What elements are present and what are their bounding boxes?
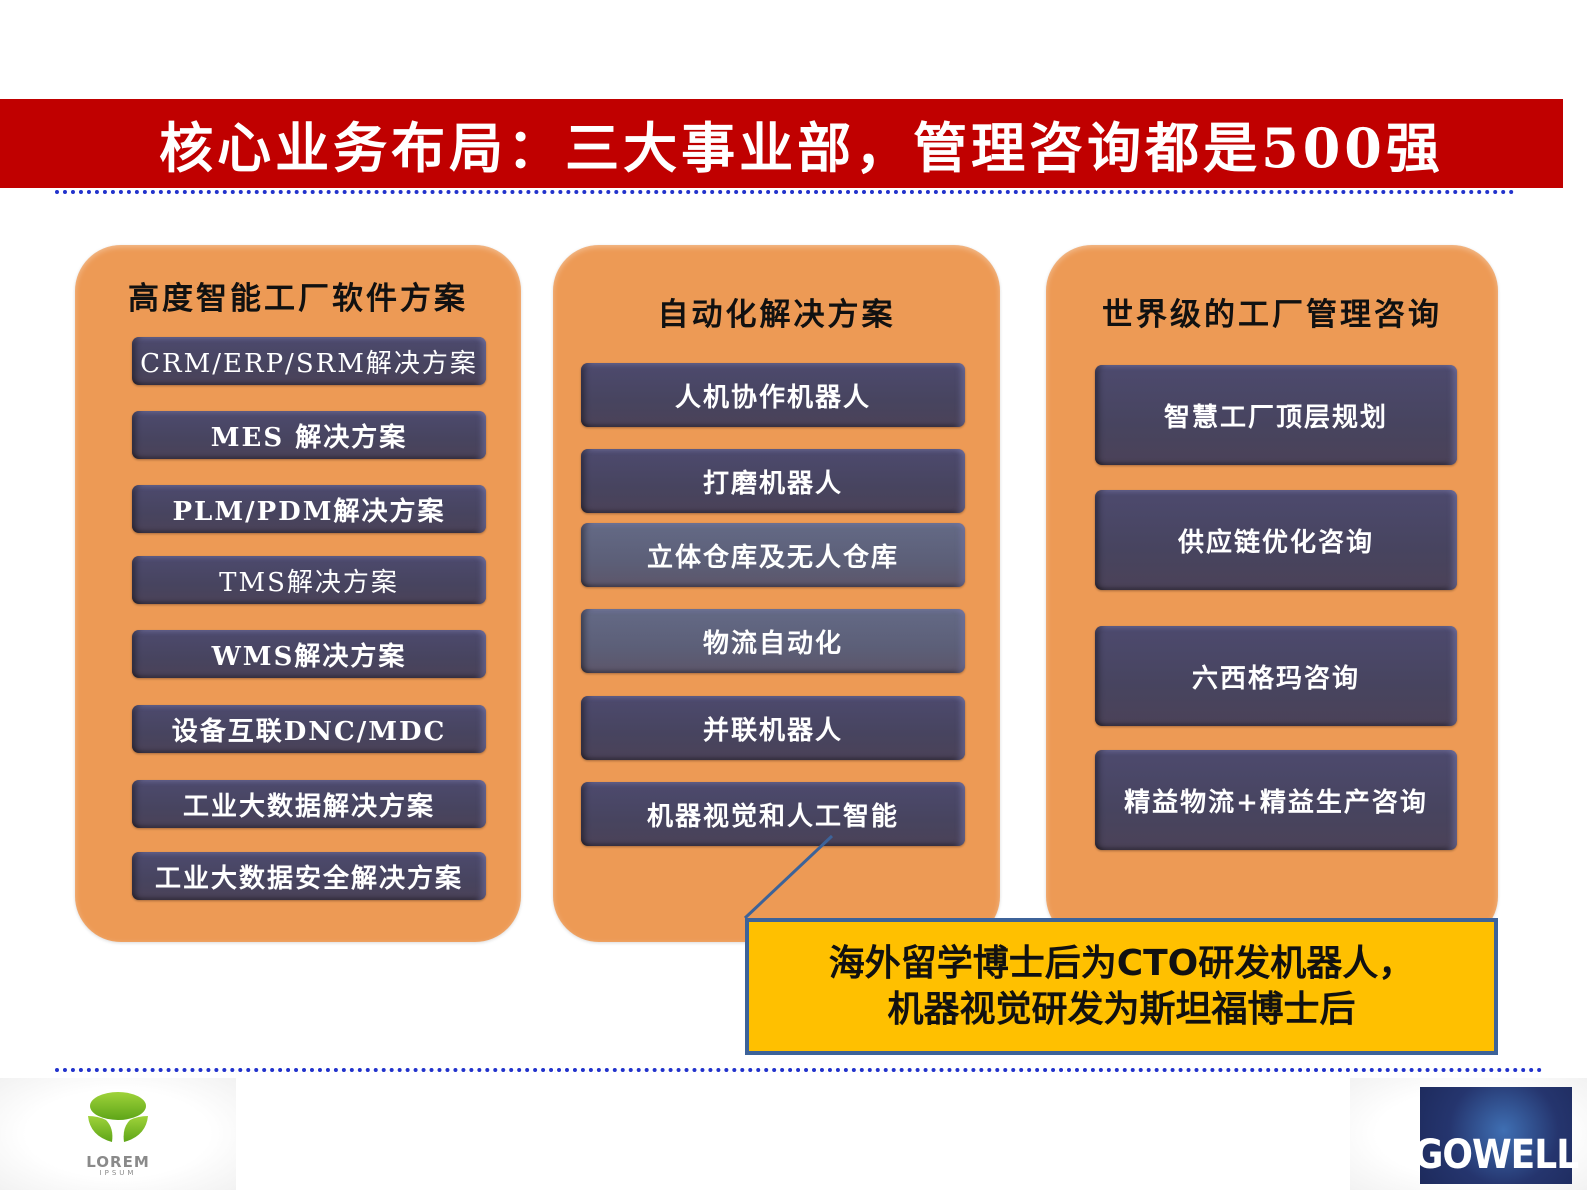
tile-label: 机器视觉和人工智能: [646, 801, 899, 832]
callout-line-2: 机器视觉研发为斯坦福博士后: [887, 988, 1356, 1030]
tile-lean-consulting[interactable]: 精益物流+精益生产咨询: [1095, 750, 1457, 850]
tile-parallel-robot[interactable]: 并联机器人: [581, 696, 965, 760]
tile-label: PLM/PDM解决方案: [172, 496, 446, 527]
tile-label: 打磨机器人: [702, 468, 843, 499]
tile-label: 工业大数据解决方案: [182, 791, 435, 822]
tile-tms[interactable]: TMS解决方案: [132, 556, 486, 604]
callout-line-1: 海外留学博士后为CTO研发机器人，: [828, 942, 1415, 984]
tile-label: 设备互联DNC/MDC: [171, 716, 447, 747]
tile-plm-pdm[interactable]: PLM/PDM解决方案: [132, 485, 486, 533]
tile-dnc-mdc[interactable]: 设备互联DNC/MDC: [132, 705, 486, 753]
tile-label: 智慧工厂顶层规划: [1163, 402, 1388, 433]
tile-label: MES 解决方案: [210, 422, 408, 453]
tile-label: 人机协作机器人: [674, 382, 871, 413]
tile-smart-factory-planning[interactable]: 智慧工厂顶层规划: [1095, 365, 1457, 465]
tile-logistics-automation[interactable]: 物流自动化: [581, 609, 965, 673]
tile-label: 并联机器人: [702, 715, 843, 746]
panel-title: 高度智能工厂软件方案: [128, 281, 468, 317]
bottom-divider: [55, 1068, 1543, 1072]
panel-title: 世界级的工厂管理咨询: [1102, 297, 1442, 333]
tile-label: TMS解决方案: [219, 567, 399, 598]
tile-label: WMS解决方案: [211, 641, 407, 672]
tile-crm-erp-srm[interactable]: CRM/ERP/SRM解决方案: [132, 337, 486, 385]
tile-supply-chain-consulting[interactable]: 供应链优化咨询: [1095, 490, 1457, 590]
tile-label: 供应链优化咨询: [1177, 527, 1374, 558]
tile-wms[interactable]: WMS解决方案: [132, 630, 486, 678]
lorem-ipsum-logo: LOREM IPSUM: [0, 1078, 236, 1190]
gowell-logo-mark: GOWELL: [1414, 1087, 1579, 1184]
tile-industrial-big-data[interactable]: 工业大数据解决方案: [132, 780, 486, 828]
tile-cobot[interactable]: 人机协作机器人: [581, 363, 965, 427]
panel-smart-factory-software: 高度智能工厂软件方案 CRM/ERP/SRM解决方案 MES 解决方案 PLM/…: [75, 245, 521, 942]
tile-machine-vision-ai[interactable]: 机器视觉和人工智能: [581, 782, 965, 846]
top-divider: [55, 190, 1515, 194]
tile-label: 六西格玛咨询: [1191, 663, 1360, 694]
tile-label: 精益物流+精益生产咨询: [1124, 787, 1428, 818]
tile-label: 物流自动化: [702, 628, 843, 659]
tile-label: 立体仓库及无人仓库: [646, 542, 899, 573]
panel-title: 自动化解决方案: [657, 297, 896, 333]
panel-factory-consulting: 世界级的工厂管理咨询 智慧工厂顶层规划 供应链优化咨询 六西格玛咨询 精益物流+…: [1046, 245, 1498, 942]
tile-label: 工业大数据安全解决方案: [154, 863, 463, 894]
page-title: 核心业务布局：三大事业部，管理咨询都是500强: [159, 116, 1444, 180]
gowell-logo-text: GOWELL: [1413, 1132, 1579, 1178]
gowell-logo: GOWELL: [1350, 1078, 1587, 1190]
tile-six-sigma-consulting[interactable]: 六西格玛咨询: [1095, 626, 1457, 726]
tile-automated-warehouse[interactable]: 立体仓库及无人仓库: [581, 523, 965, 587]
callout-box: 海外留学博士后为CTO研发机器人， 机器视觉研发为斯坦福博士后: [745, 918, 1498, 1055]
logo-word-ipsum: IPSUM: [99, 1169, 137, 1177]
title-bar: 核心业务布局：三大事业部，管理咨询都是500强: [0, 99, 1563, 188]
tile-label: CRM/ERP/SRM解决方案: [140, 348, 478, 379]
panel-automation-solutions: 自动化解决方案 人机协作机器人 打磨机器人 立体仓库及无人仓库 物流自动化 并联…: [553, 245, 1000, 942]
tile-big-data-security[interactable]: 工业大数据安全解决方案: [132, 852, 486, 900]
tile-grinding-robot[interactable]: 打磨机器人: [581, 449, 965, 513]
logo-word-lorem: LOREM: [86, 1153, 150, 1171]
leaf-logo-icon: [88, 1092, 148, 1142]
tile-mes[interactable]: MES 解决方案: [132, 411, 486, 459]
